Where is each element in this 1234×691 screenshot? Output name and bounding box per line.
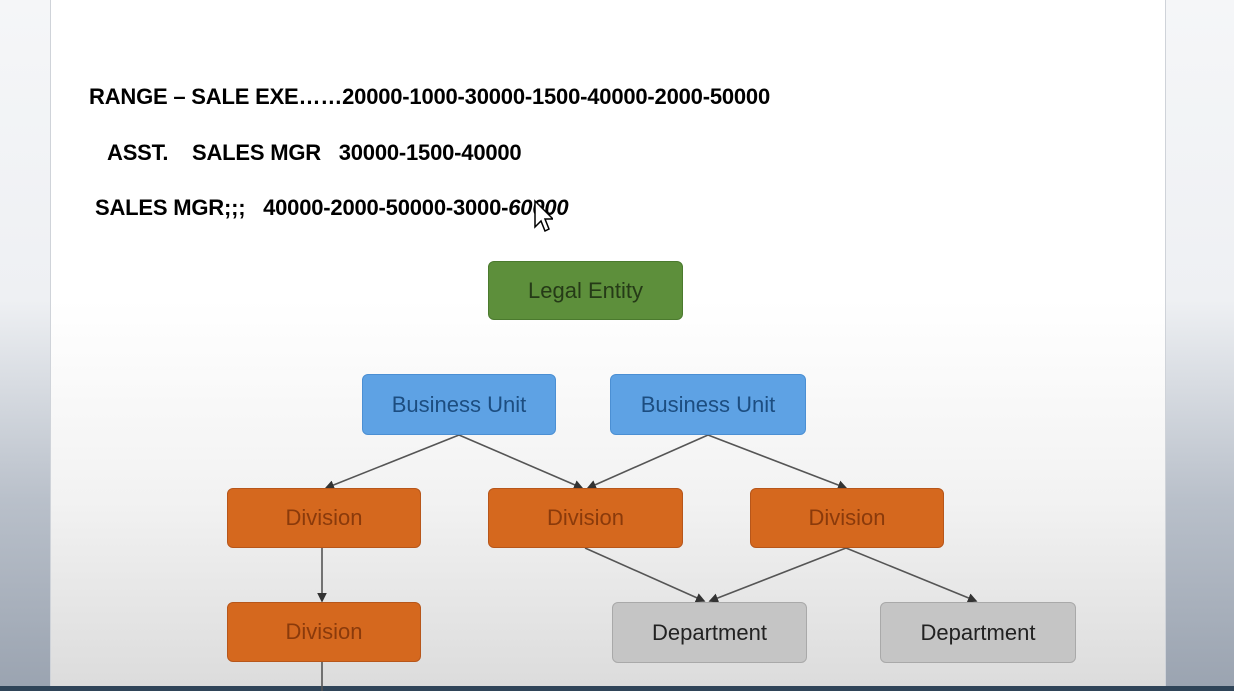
- division-node-2: Division: [488, 488, 683, 548]
- connector-bu2-div2: [586, 434, 709, 490]
- division-node-1: Division: [227, 488, 421, 548]
- connector-div3-dept2: [845, 547, 978, 603]
- document-page: [50, 0, 1166, 686]
- department-node-1: Department: [612, 602, 807, 663]
- business-unit-node-2: Business Unit: [610, 374, 806, 435]
- division-node-3: Division: [750, 488, 944, 548]
- connector-bu1-div2: [458, 434, 584, 490]
- salary-range-sales-mgr: SALES MGR;;; 40000-2000-50000-3000-60000: [95, 195, 569, 221]
- salary-range-sales-mgr-main: SALES MGR;;; 40000-2000-50000-3000-: [95, 195, 509, 220]
- connector-div3-dept1: [708, 547, 847, 603]
- salary-range-asst-sales-mgr: ASST. SALES MGR 30000-1500-40000: [107, 140, 522, 165]
- bottom-bar: [0, 686, 1234, 691]
- connector-bu2-div3: [707, 434, 848, 490]
- mouse-pointer-icon: [534, 199, 553, 233]
- division-node-4: Division: [227, 602, 421, 662]
- department-node-2: Department: [880, 602, 1076, 663]
- business-unit-node-1: Business Unit: [362, 374, 556, 435]
- connector-bu1-div1: [324, 434, 460, 490]
- left-margin: [0, 0, 50, 691]
- legal-entity-node: Legal Entity: [488, 261, 683, 320]
- right-margin: [1165, 0, 1234, 691]
- connector-div2-dept1: [584, 547, 706, 603]
- salary-range-sale-exe: RANGE – SALE EXE……20000-1000-30000-1500-…: [89, 84, 771, 109]
